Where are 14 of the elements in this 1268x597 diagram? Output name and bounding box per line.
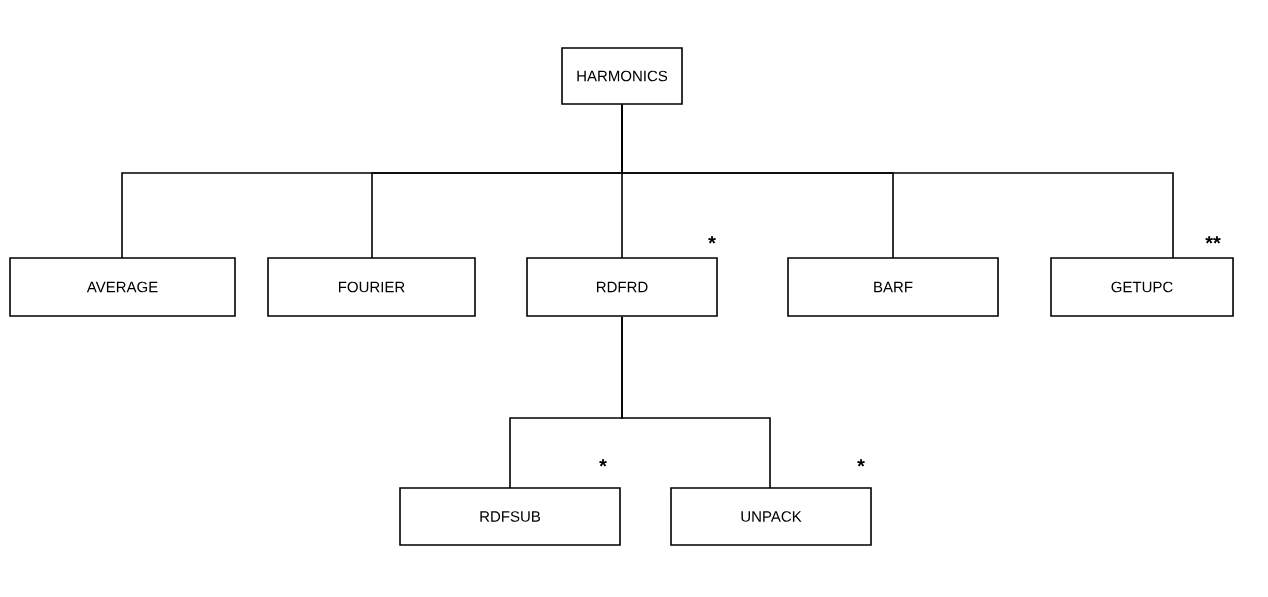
asterisk-note: ** [1205, 236, 1221, 244]
connector-line [621, 316, 771, 489]
process-box: RDFRD [526, 257, 718, 317]
process-box: HARMONICS [561, 47, 683, 105]
asterisk-note: * [599, 459, 607, 467]
asterisk-note: * [708, 236, 716, 244]
process-box: GETUPC [1050, 257, 1234, 317]
process-box: FOURIER [267, 257, 476, 317]
process-box: UNPACK [670, 487, 872, 546]
process-box: BARF [787, 257, 999, 317]
asterisk-note: * [857, 459, 865, 467]
process-box: RDFSUB [399, 487, 621, 546]
process-box: AVERAGE [9, 257, 236, 317]
connector-line [621, 104, 1174, 259]
